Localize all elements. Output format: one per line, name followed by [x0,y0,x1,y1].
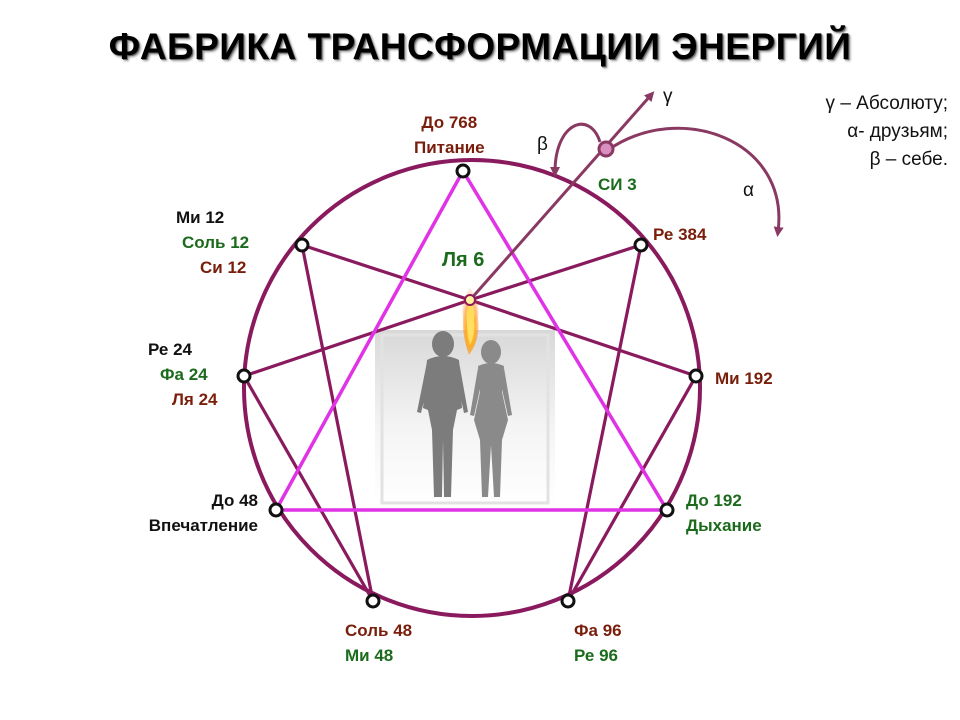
legend: γ – Абсолюту; α- друзьям; β – себе. [826,90,948,174]
legend-beta: β – себе. [869,149,948,170]
label-bottom-left: Соль 48 Ми 48 [345,621,413,665]
hexad-lines [242,243,698,602]
line-mid-left-bottom-left [242,375,375,602]
label-mid-right: Ми 192 [715,369,773,388]
page-title: ФАБРИКА ТРАНСФОРМАЦИИ ЭНЕРГИЙ [108,26,852,67]
node-mid-right [688,368,704,384]
gamma-arrow [468,91,655,301]
alpha-arrow [607,126,784,237]
gamma-label: γ [663,86,673,107]
node-low-right [659,502,675,518]
legend-gamma: γ – Абсолюту; [825,93,948,114]
line-center-upper-right [469,243,642,302]
si-label: СИ 3 [598,175,637,194]
label-upper-right: Ре 384 [653,225,707,244]
line-mid-left-center [243,298,471,378]
legend-alpha: α- друзьям; [847,121,948,142]
enneagram-triangle [273,167,671,512]
woman-figure [470,340,512,497]
enneagram-circle [242,158,702,618]
node-bottom-right [560,593,576,609]
label-mid-left: Ре 24 Фа 24 Ля 24 [148,340,218,409]
label-bottom-right: Фа 96 Ре 96 [574,621,622,665]
alpha-label: α [743,180,754,201]
beta-label: β [537,134,548,155]
node-center [464,294,476,306]
energy-arrows [468,91,784,301]
line-upper-left-center [301,243,471,302]
node-low-left [268,502,284,518]
beta-arrow [550,122,602,177]
label-upper-left: Ми 12 Соль 12 Си 12 [176,208,250,277]
node-points [236,163,704,609]
node-upper-left [294,237,310,253]
node-bottom-left [365,593,381,609]
man-figure [417,331,468,497]
human-figures-image [375,330,555,505]
center-label: Ля 6 [442,249,485,271]
node-top [455,163,471,179]
si-point [597,140,615,158]
line-center-mid-right [469,298,697,378]
node-mid-left [236,368,252,384]
line-upper-right-bottom-right [566,244,643,602]
line-upper-left-bottom-left [300,244,375,602]
line-mid-right-bottom-right [566,375,698,602]
node-upper-right [633,237,649,253]
